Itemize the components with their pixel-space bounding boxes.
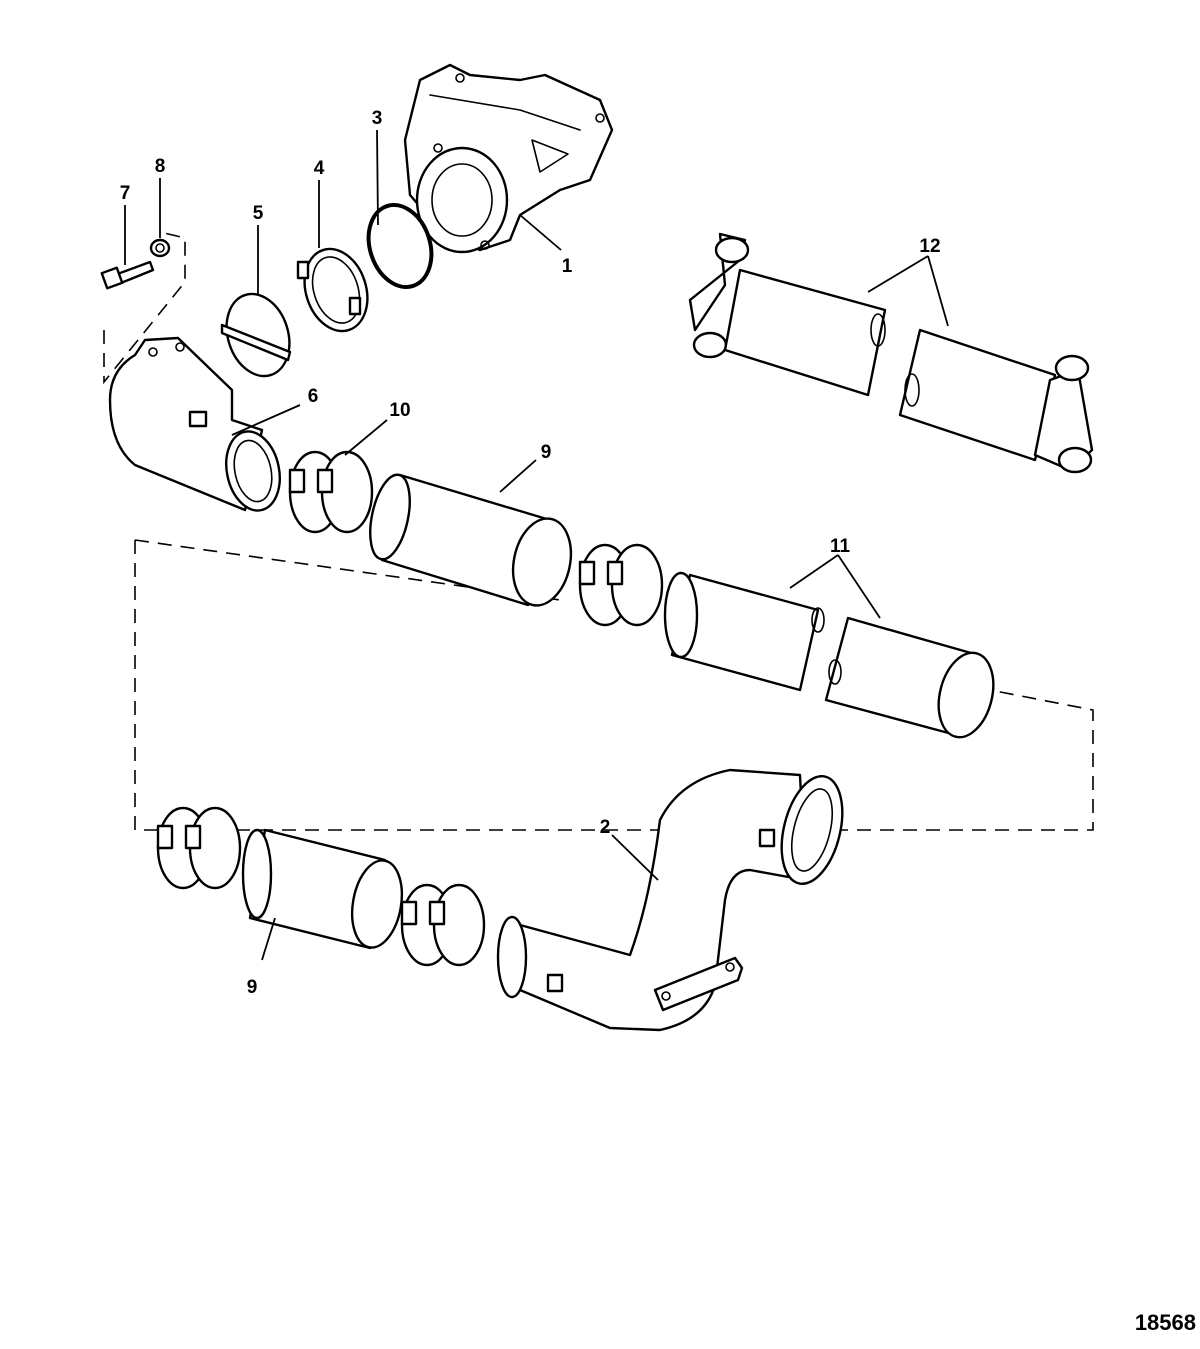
- callout-1: 1: [562, 256, 573, 277]
- callout-12: 12: [919, 236, 940, 257]
- callout-11: 11: [830, 536, 851, 557]
- housing-part: [403, 63, 614, 254]
- callout-4: 4: [314, 158, 325, 179]
- callout-2: 2: [600, 817, 611, 838]
- callout-9-lower: 9: [247, 977, 258, 998]
- split-hose-part: [663, 571, 995, 739]
- clamp-ring-part: [296, 247, 369, 333]
- elbow-part: [108, 336, 281, 512]
- hose-clamps-lower-left: [156, 806, 242, 890]
- hose-upper: [369, 473, 573, 607]
- washer-part: [149, 238, 171, 258]
- gasket-ring-part: [366, 202, 434, 290]
- callout-10: 10: [389, 400, 410, 421]
- bolt-part: [100, 260, 155, 290]
- exhaust-pipe-part: [496, 768, 844, 1032]
- callout-7: 7: [120, 183, 131, 204]
- figure-id: 18568: [1135, 1310, 1196, 1335]
- callout-9-upper: 9: [541, 442, 552, 463]
- hose-clamps-lower-right: [400, 883, 486, 967]
- callout-5: 5: [253, 203, 264, 224]
- hose-lower: [241, 828, 404, 950]
- flapper-valve-part: [220, 292, 292, 378]
- hose-clamps-middle: [578, 543, 664, 627]
- callout-8: 8: [155, 156, 166, 177]
- callout-6: 6: [308, 386, 319, 407]
- u-joint-shaft-part: [688, 232, 1094, 474]
- callout-3: 3: [372, 108, 383, 129]
- callout-leaders: [124, 129, 949, 961]
- hose-clamps-upper: [288, 450, 374, 534]
